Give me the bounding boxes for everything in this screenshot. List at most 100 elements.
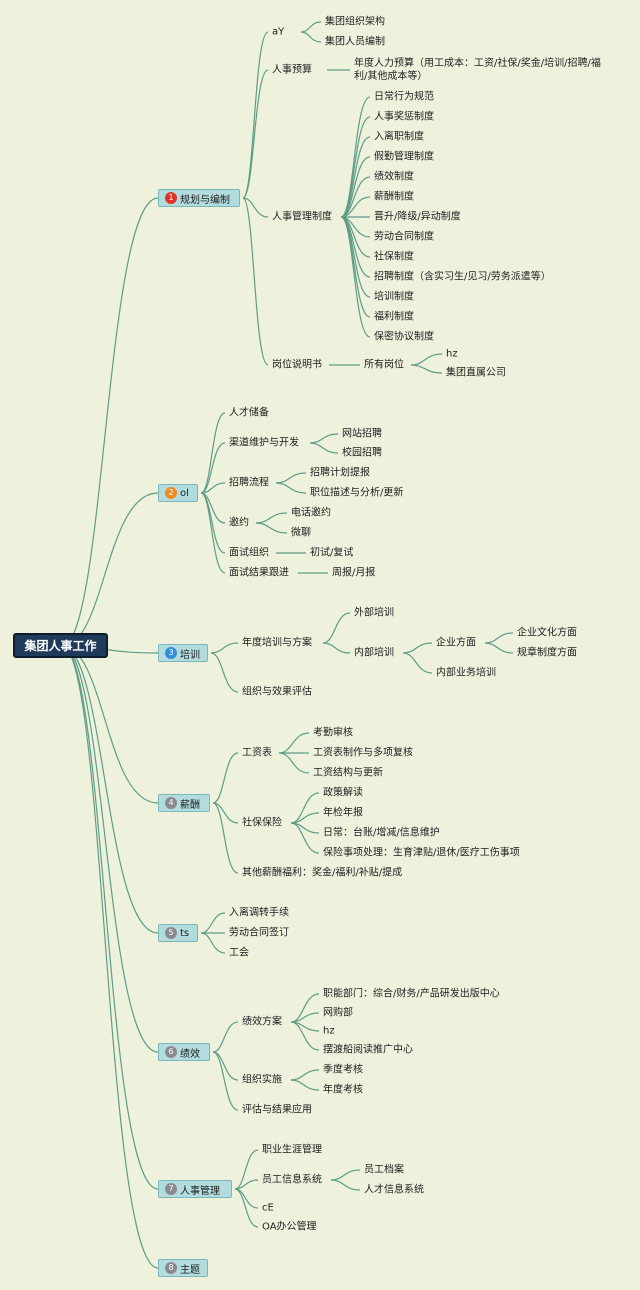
branch-topic-label: 绩效 (180, 1048, 200, 1060)
subtopic-0-1[interactable]: 人事预算 (272, 64, 312, 76)
subtopic-0-2-10[interactable]: 培训制度 (374, 291, 414, 303)
connector-line (340, 216, 371, 338)
subtopic-1-2[interactable]: 招聘流程 (229, 477, 269, 489)
connector-line (212, 1051, 239, 1111)
subtopic-4-1[interactable]: 劳动合同签订 (229, 927, 289, 939)
subtopic-0-2-2[interactable]: 入离职制度 (374, 131, 424, 143)
subtopic-1-5-0[interactable]: 周报/月报 (332, 567, 376, 579)
topic-number-badge: 8 (165, 1262, 177, 1274)
subtopic-3-2[interactable]: 其他薪酬福利：奖金/福利/补贴/提成 (242, 867, 403, 879)
subtopic-3-0-1[interactable]: 工资表制作与多项复核 (313, 747, 413, 759)
subtopic-6-1-1[interactable]: 人才信息系统 (364, 1184, 424, 1196)
subtopic-5-0-1[interactable]: 网购部 (323, 1007, 353, 1019)
subtopic-5-1-0[interactable]: 季度考核 (323, 1064, 363, 1076)
subtopic-0-2-9[interactable]: 招聘制度（含实习生/见习/劳务派遣等） (374, 271, 551, 283)
subtopic-0-2[interactable]: 人事管理制度 (272, 211, 332, 223)
branch-topic-label: 薪酬 (180, 799, 200, 811)
subtopic-5-0-0[interactable]: 职能部门：综合/财务/产品研发出版中心 (323, 988, 500, 1000)
subtopic-2-0-1-0[interactable]: 企业方面 (436, 637, 476, 649)
subtopic-0-0[interactable]: aY (272, 26, 285, 38)
subtopic-6-3[interactable]: OA办公管理 (262, 1221, 317, 1233)
connector-line (242, 197, 269, 366)
subtopic-0-0-1[interactable]: 集团人员编制 (325, 36, 385, 48)
subtopic-1-0[interactable]: 人才储备 (229, 407, 269, 419)
subtopic-1-4[interactable]: 面试组织 (229, 547, 269, 559)
subtopic-0-2-1[interactable]: 人事奖惩制度 (374, 111, 434, 123)
connector-line (255, 512, 288, 524)
subtopic-1-4-0[interactable]: 初试/复试 (310, 547, 354, 559)
subtopic-3-1-2[interactable]: 日常：台账/增减/信息维护 (323, 827, 440, 839)
subtopic-3-0-2[interactable]: 工资结构与更新 (313, 767, 383, 779)
subtopic-2-0-1[interactable]: 内部培训 (354, 647, 394, 659)
subtopic-1-5[interactable]: 面试结果跟进 (229, 567, 289, 579)
subtopic-5-1[interactable]: 组织实施 (242, 1074, 282, 1086)
subtopic-3-1-0[interactable]: 政策解读 (323, 787, 363, 799)
subtopic-0-3-0[interactable]: 所有岗位 (364, 359, 404, 371)
subtopic-0-2-6[interactable]: 晋升/降级/异动制度 (374, 211, 461, 223)
subtopic-0-2-12[interactable]: 保密协议制度 (374, 331, 434, 343)
subtopic-0-2-5[interactable]: 薪酬制度 (374, 191, 414, 203)
subtopic-5-2[interactable]: 评估与结果应用 (242, 1104, 312, 1116)
subtopic-5-1-1[interactable]: 年度考核 (323, 1084, 363, 1096)
subtopic-2-0-1-0-0[interactable]: 企业文化方面 (517, 627, 577, 639)
subtopic-1-3-0[interactable]: 电话邀约 (291, 507, 331, 519)
subtopic-1-3[interactable]: 邀约 (229, 517, 249, 529)
subtopic-0-3[interactable]: 岗位说明书 (272, 359, 322, 371)
subtopic-5-0-3[interactable]: 摆渡船阅读推广中心 (323, 1044, 413, 1056)
subtopic-4-0[interactable]: 入离调转手续 (229, 907, 289, 919)
subtopic-5-0[interactable]: 绩效方案 (242, 1016, 282, 1028)
subtopic-6-1[interactable]: 员工信息系统 (262, 1174, 322, 1186)
subtopic-2-0-1-0-1[interactable]: 规章制度方面 (517, 647, 577, 659)
subtopic-2-0[interactable]: 年度培训与方案 (242, 637, 312, 649)
subtopic-0-3-0-1[interactable]: 集团直属公司 (446, 367, 506, 379)
subtopic-3-1[interactable]: 社保保险 (242, 817, 282, 829)
subtopic-3-0-0[interactable]: 考勤审核 (313, 727, 353, 739)
subtopic-3-1-1[interactable]: 年检年报 (323, 807, 363, 819)
subtopic-0-2-0[interactable]: 日常行为规范 (374, 91, 434, 103)
subtopic-1-1[interactable]: 渠道维护与开发 (229, 437, 299, 449)
connector-root-branch (61, 645, 159, 1269)
connector-line (290, 1069, 320, 1081)
subtopic-0-3-0-0[interactable]: hz (446, 348, 458, 360)
root-topic[interactable]: 集团人事工作 (13, 633, 108, 658)
connector-line (309, 433, 339, 444)
subtopic-6-0[interactable]: 职业生涯管理 (262, 1144, 322, 1156)
subtopic-3-1-3[interactable]: 保险事项处理：生育津贴/退休/医疗工伤事项 (323, 847, 520, 859)
subtopic-0-2-7[interactable]: 劳动合同制度 (374, 231, 434, 243)
connector-line (275, 482, 307, 494)
subtopic-1-1-1[interactable]: 校园招聘 (342, 447, 382, 459)
subtopic-2-0-0[interactable]: 外部培训 (354, 607, 394, 619)
subtopic-6-1-0[interactable]: 员工档案 (364, 1164, 404, 1176)
subtopic-1-3-1[interactable]: 微聊 (291, 527, 311, 539)
subtopic-0-2-3[interactable]: 假勤管理制度 (374, 151, 434, 163)
subtopic-1-1-0[interactable]: 网站招聘 (342, 428, 382, 440)
connector-line (242, 197, 269, 218)
subtopic-3-0[interactable]: 工资表 (242, 747, 272, 759)
subtopic-0-2-11[interactable]: 福利制度 (374, 311, 414, 323)
subtopic-0-2-8[interactable]: 社保制度 (374, 251, 414, 263)
subtopic-0-0-0[interactable]: 集团组织架构 (325, 16, 385, 28)
connector-root-branch (61, 197, 159, 647)
topic-number-badge: 3 (165, 647, 177, 659)
subtopic-2-1[interactable]: 组织与效果评估 (242, 686, 312, 698)
subtopic-1-2-1[interactable]: 职位描述与分析/更新 (310, 487, 404, 499)
subtopic-0-1-0[interactable]: 年度人力预算（用工成本：工资/社保/奖金/培训/招聘/福利/其他成本等） (354, 58, 601, 82)
subtopic-2-0-1-1[interactable]: 内部业务培训 (436, 667, 496, 679)
subtopic-4-2[interactable]: 工会 (229, 947, 249, 959)
subtopic-6-2[interactable]: cE (262, 1202, 274, 1214)
connector-line (210, 642, 239, 654)
subtopic-1-2-0[interactable]: 招聘计划提报 (310, 467, 370, 479)
subtopic-0-2-4[interactable]: 绩效制度 (374, 171, 414, 183)
subtopic-5-0-2[interactable]: hz (323, 1025, 335, 1037)
connector-line (234, 1188, 259, 1228)
connector-line (340, 176, 371, 218)
